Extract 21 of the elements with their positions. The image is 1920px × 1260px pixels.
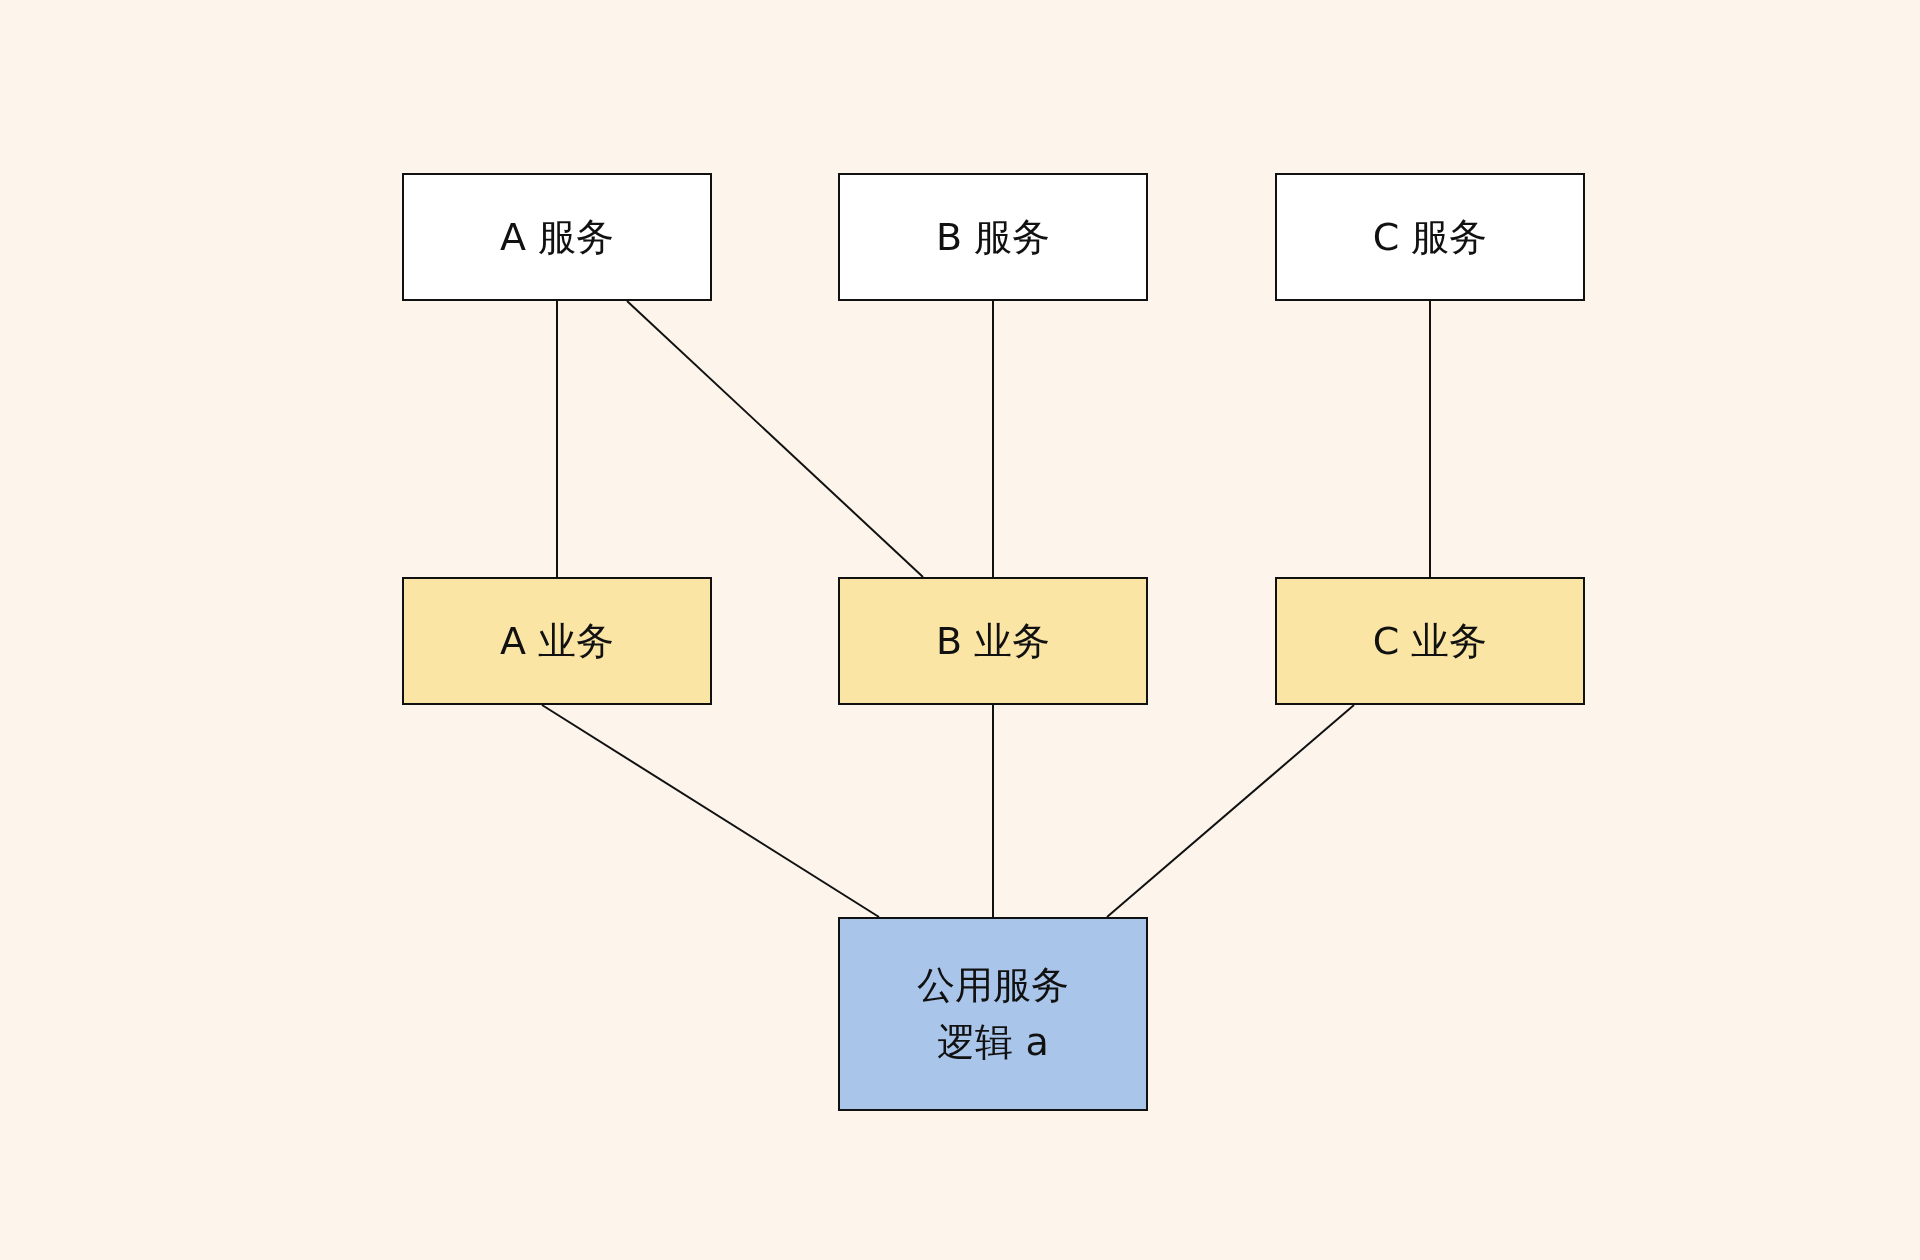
service-box bbox=[1275, 173, 1585, 301]
business-box bbox=[402, 577, 712, 705]
service-box bbox=[402, 173, 712, 301]
business-box bbox=[1275, 577, 1585, 705]
box-label: C 业务 bbox=[1372, 617, 1488, 665]
connector-line bbox=[541, 704, 880, 918]
box-label: B 服务 bbox=[935, 213, 1051, 261]
service-box bbox=[838, 173, 1148, 301]
box-label: B 业务 bbox=[935, 617, 1051, 665]
business-box bbox=[838, 577, 1148, 705]
box-label: 公用服务逻辑 a bbox=[916, 962, 1070, 1066]
box-label: A 业务 bbox=[499, 617, 615, 665]
connector-line bbox=[1429, 300, 1431, 578]
shared-logic-box bbox=[838, 917, 1148, 1111]
connector-line bbox=[992, 704, 994, 918]
connector-line bbox=[1106, 704, 1355, 918]
connector-line bbox=[626, 300, 924, 578]
box-label: C 服务 bbox=[1372, 213, 1488, 261]
connector-line bbox=[556, 300, 558, 578]
connector-line bbox=[992, 300, 994, 578]
box-label: A 服务 bbox=[499, 213, 615, 261]
